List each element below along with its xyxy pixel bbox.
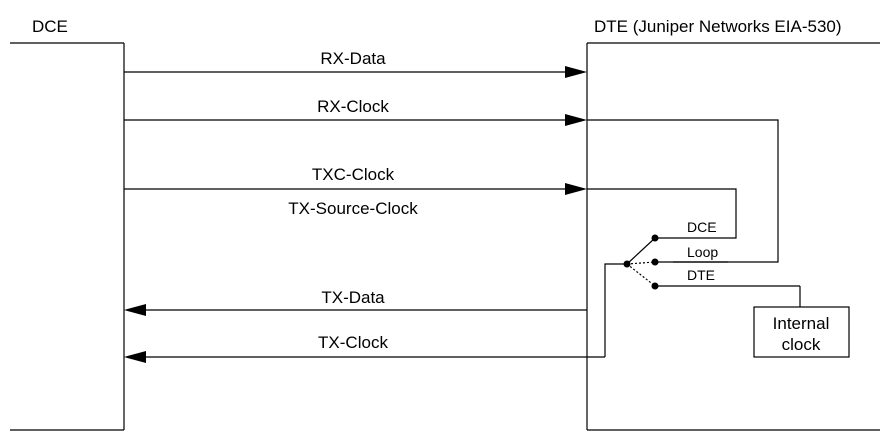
switch-dce-label: DCE [687, 219, 717, 235]
tx-clock-arrow [124, 351, 146, 363]
rx-clock-arrow [565, 114, 587, 126]
rx-data-line [124, 66, 587, 78]
clock-source-switch [604, 234, 800, 357]
dte-device-outline [586, 42, 880, 431]
tx-clock-label: TX-Clock [318, 333, 388, 352]
tx-source-clock-label: TX-Source-Clock [288, 199, 418, 218]
switch-dte-label: DTE [687, 267, 715, 283]
dte-heading: DTE (Juniper Networks EIA-530) [594, 17, 842, 36]
tx-data-arrow [124, 304, 146, 316]
rx-clock-line [124, 114, 779, 263]
tx-data-line [124, 304, 587, 316]
internal-clock-line2: clock [782, 335, 821, 354]
rx-data-arrow [565, 66, 587, 78]
rx-data-label: RX-Data [320, 49, 386, 68]
dce-device-outline [10, 42, 125, 431]
tx-clock-line [124, 351, 605, 363]
txc-clock-line [124, 183, 737, 239]
dce-heading: DCE [32, 17, 68, 36]
txc-clock-label: TXC-Clock [312, 165, 395, 184]
switch-loop-label: Loop [687, 244, 718, 260]
txc-clock-arrow [565, 183, 587, 195]
rx-clock-label: RX-Clock [317, 97, 389, 116]
internal-clock-line1: Internal [773, 314, 830, 333]
tx-data-label: TX-Data [321, 288, 385, 307]
internal-clock-box [753, 286, 850, 358]
